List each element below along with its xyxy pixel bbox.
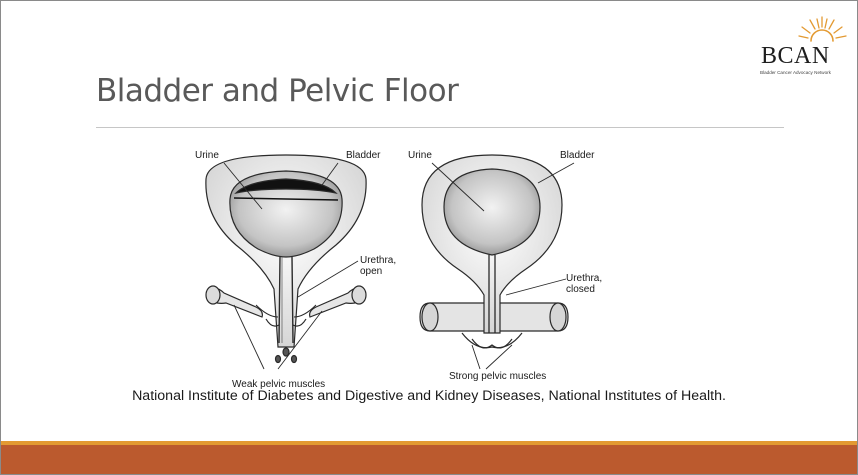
left-bladder-diagram <box>206 155 366 369</box>
left-label-urethra-line1: Urethra, <box>360 255 396 266</box>
title-divider <box>96 127 784 128</box>
slide-title: Bladder and Pelvic Floor <box>96 73 458 109</box>
bladder-diagram-figure: Urine Bladder Urethra, open Weak pelvic … <box>186 147 616 391</box>
bcan-logo: BCAN Bladder Cancer Advocacy Network <box>753 15 853 79</box>
right-label-strong-muscles: Strong pelvic muscles <box>449 371 546 382</box>
bladder-illustration <box>186 147 616 391</box>
figure-caption: National Institute of Diabetes and Diges… <box>1 388 857 404</box>
right-bladder-diagram <box>420 155 574 369</box>
left-label-bladder: Bladder <box>346 150 380 161</box>
left-label-urethra-line2: open <box>360 266 382 277</box>
right-label-urethra-line1: Urethra, <box>566 273 602 284</box>
logo-text: BCAN <box>761 43 830 70</box>
right-label-bladder: Bladder <box>560 150 594 161</box>
logo-tagline: Bladder Cancer Advocacy Network <box>760 70 831 75</box>
footer-bar <box>1 441 857 474</box>
right-label-urethra-line2: closed <box>566 284 595 295</box>
right-label-urine: Urine <box>408 150 432 161</box>
left-label-urine: Urine <box>195 150 219 161</box>
